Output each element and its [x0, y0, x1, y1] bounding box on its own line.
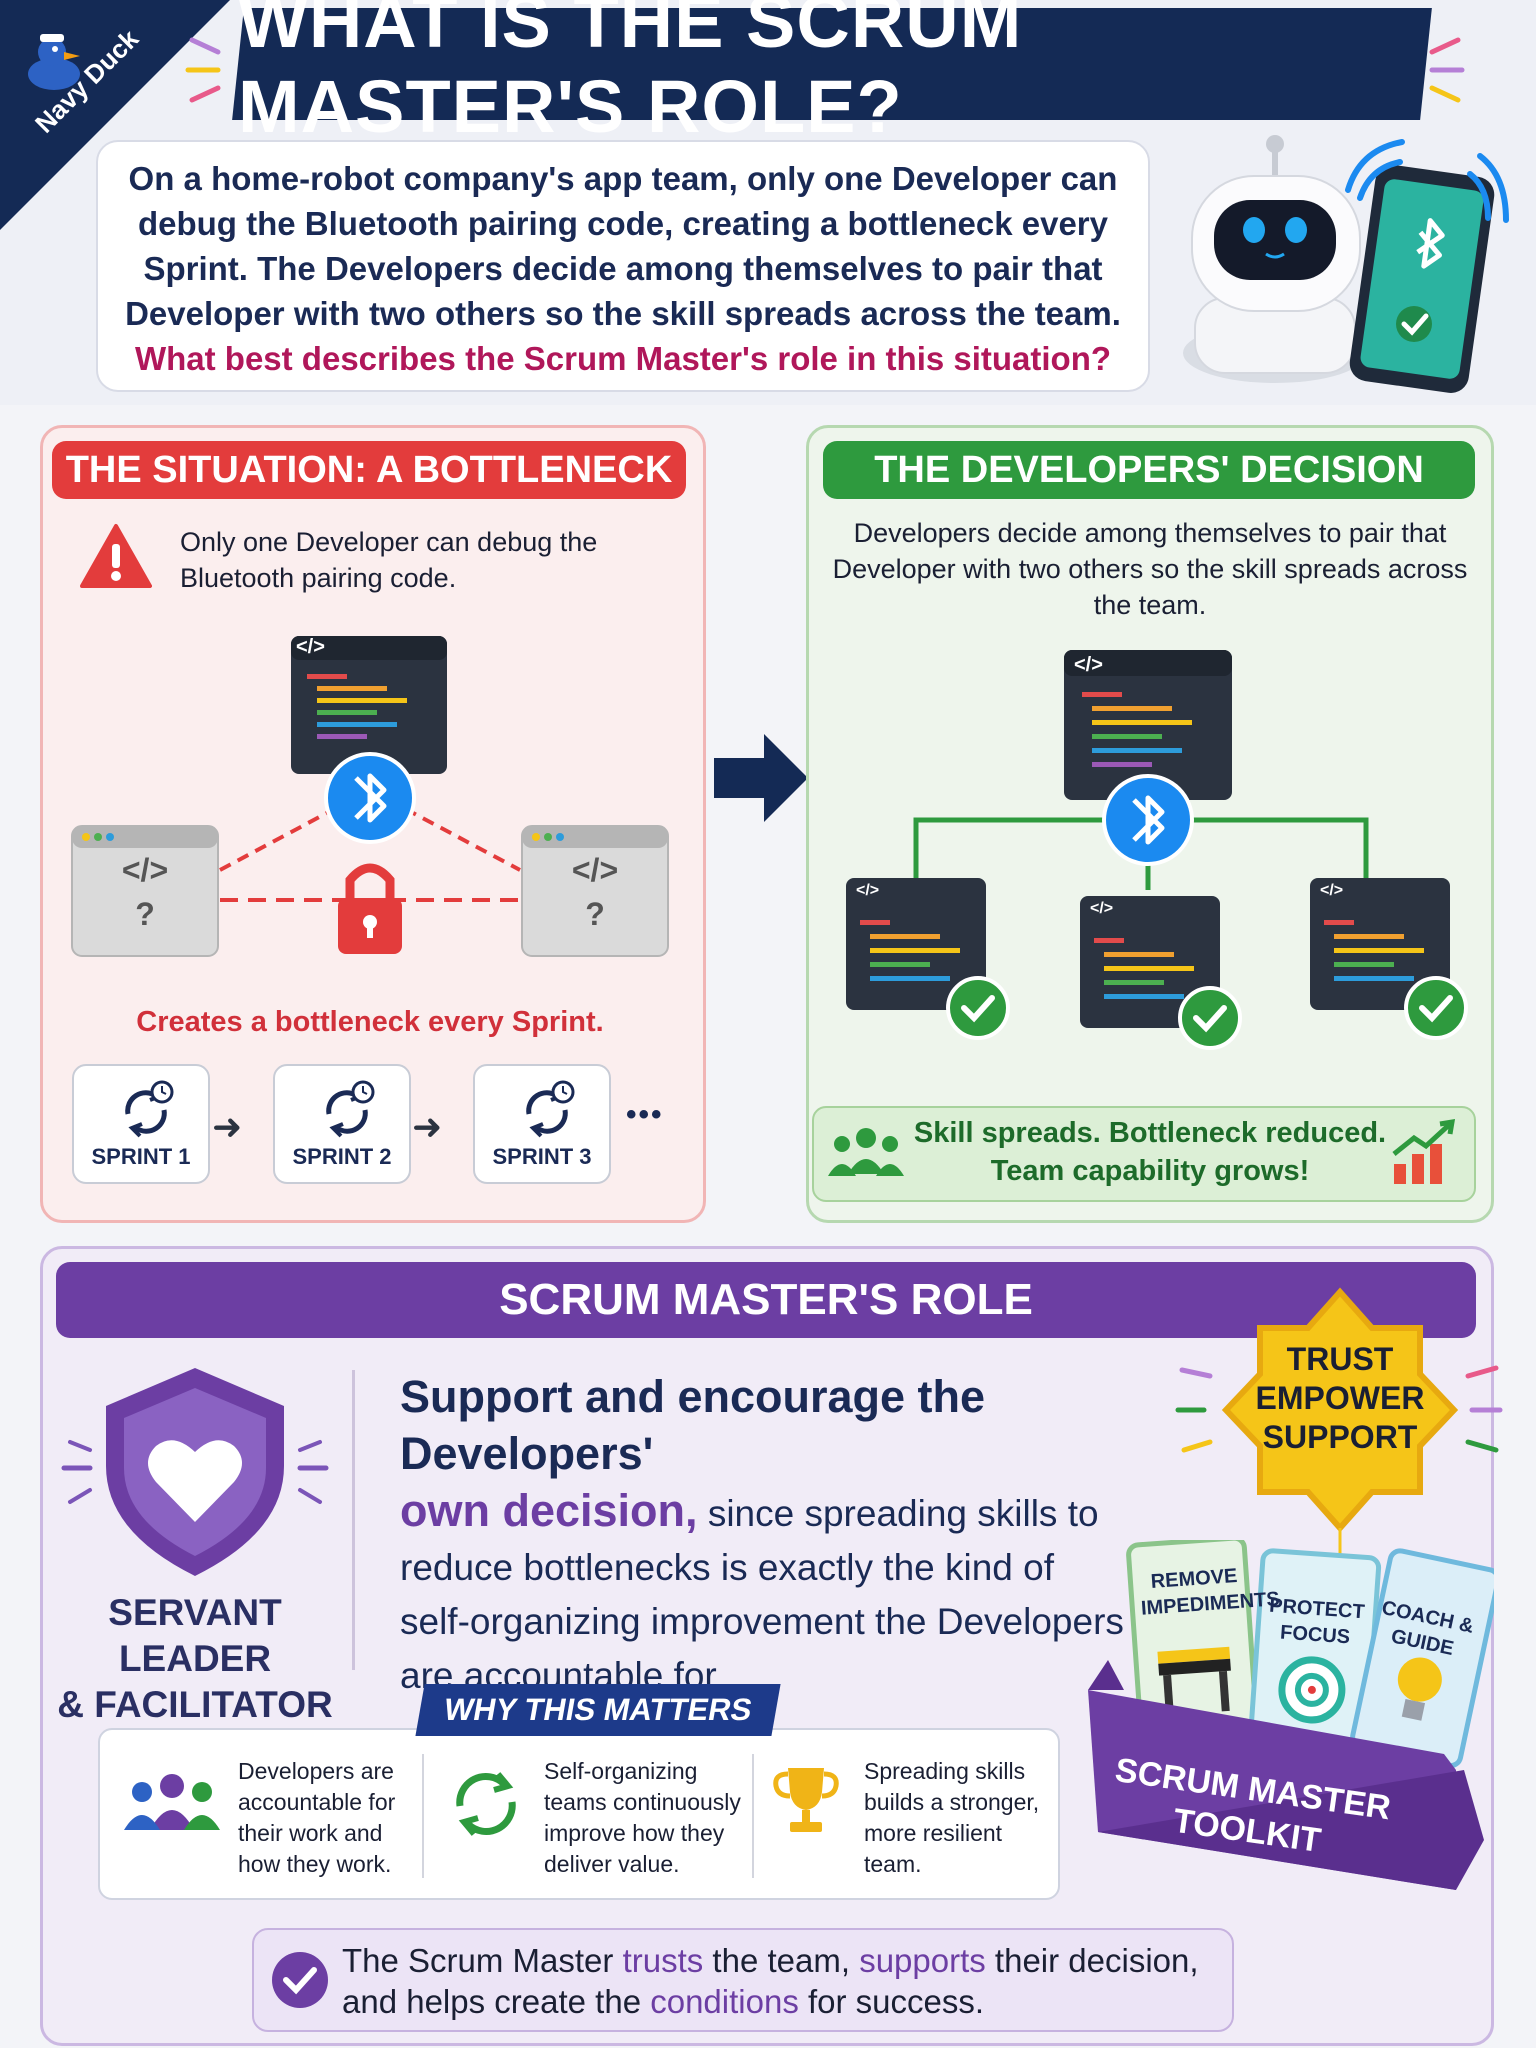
robot-phone-illustration — [1183, 135, 1509, 393]
outcome-line-2: Team capability grows! — [990, 1155, 1310, 1187]
code-tag: </> — [1090, 900, 1114, 917]
role-lead: Support and encourage the Developers' — [400, 1371, 986, 1479]
code-tag: </> — [571, 852, 619, 888]
decision-heading: THE DEVELOPERS' DECISION — [823, 441, 1475, 499]
trophy-icon — [773, 1768, 839, 1832]
bottleneck-diagram — [71, 636, 669, 957]
unknown-mark: ? — [585, 896, 605, 932]
sprint-cycle-icon — [526, 1080, 575, 1138]
arrow-right-icon: ➜ — [212, 1106, 243, 1147]
closing-text: and helps create the — [342, 1983, 651, 2020]
trust-badge-text: TRUST EMPOWER SUPPORT — [1220, 1340, 1460, 1457]
divider — [352, 1370, 355, 1670]
unknown-dev-right: </> ? — [522, 848, 668, 936]
badge-word-empower: EMPOWER — [1255, 1380, 1425, 1416]
outcome-text: Skill spreads. Bottleneck reduced. Team … — [900, 1114, 1400, 1190]
decision-description: Developers decide among themselves to pa… — [832, 518, 1468, 620]
question-box: On a home-robot company's app team, only… — [96, 140, 1150, 392]
duck-mascot-icon — [28, 34, 80, 90]
sprint-cycle-icon — [326, 1080, 375, 1138]
situation-description: Only one Developer can debug the Bluetoo… — [180, 527, 598, 593]
why-item-2: Self-organizing teams continuously impro… — [544, 1758, 741, 1877]
card-protect-focus: PROTECT FOCUS — [1268, 1594, 1366, 1649]
arrow-right-icon: ➜ — [412, 1106, 443, 1147]
servant-leader-label: SERVANT LEADER & FACILITATOR — [40, 1590, 350, 1728]
closing-text: for success. — [798, 1983, 985, 2020]
closing-conditions: conditions — [650, 1983, 799, 2020]
why-box — [98, 1728, 1060, 1900]
sprint-label: SPRINT 1 — [91, 1144, 191, 1169]
check-circle-icon — [272, 1952, 328, 2008]
page-title: WHAT IS THE SCRUM MASTER'S ROLE? — [238, 0, 1023, 148]
sprint-label: SPRINT 2 — [292, 1144, 392, 1169]
trust-badge-icon — [1175, 1287, 1503, 1560]
code-tag: </> — [296, 636, 325, 658]
why-heading: WHY THIS MATTERS — [415, 1684, 781, 1736]
sprint-card-2: SPRINT 2 — [273, 1064, 411, 1184]
continuous-improvement-icon — [456, 1772, 516, 1836]
more-sprints-ellipsis: ••• — [626, 1098, 664, 1131]
closing-text: their decision, — [985, 1942, 1199, 1979]
accountable-team-icon — [124, 1774, 220, 1830]
closing-supports: supports — [859, 1942, 986, 1979]
question-scenario: On a home-robot company's app team, only… — [125, 160, 1121, 332]
why-item-3: Spreading skills builds a stronger, more… — [864, 1758, 1040, 1877]
team-icon — [828, 1128, 904, 1176]
sparkle-right-icon — [1429, 37, 1465, 103]
sprint-label: SPRINT 3 — [492, 1144, 592, 1169]
situation-heading: THE SITUATION: A BOTTLENECK — [52, 441, 686, 499]
transition-arrow-icon — [714, 734, 808, 822]
badge-word-support: SUPPORT — [1262, 1419, 1418, 1455]
pairing-diagram — [846, 650, 1468, 1050]
closing-trusts: trusts — [622, 1942, 704, 1979]
growth-chart-icon — [1392, 1118, 1456, 1184]
role-heading: SCRUM MASTER'S ROLE — [56, 1262, 1476, 1338]
divider — [422, 1754, 424, 1878]
sparkle-left-icon — [185, 37, 221, 103]
divider — [752, 1754, 754, 1878]
role-statement: Support and encourage the Developers' own… — [400, 1370, 1130, 1703]
role-highlight: own decision, — [400, 1485, 698, 1536]
warning-icon — [80, 524, 152, 588]
closing-statement: The Scrum Master trusts the team, suppor… — [342, 1940, 1222, 2022]
outcome-line-1: Skill spreads. Bottleneck reduced. — [913, 1117, 1387, 1149]
sprint-card-1: SPRINT 1 — [72, 1064, 210, 1184]
unknown-mark: ? — [135, 896, 155, 932]
badge-word-trust: TRUST — [1286, 1341, 1394, 1377]
unknown-dev-left: </> ? — [72, 848, 218, 936]
code-tag: </> — [1320, 882, 1344, 899]
closing-box — [252, 1928, 1234, 2032]
closing-text: The Scrum Master — [342, 1942, 623, 1979]
bottleneck-caption: Creates a bottleneck every Sprint. — [136, 1006, 604, 1038]
role-rest: since spreading skills to reduce bottlen… — [400, 1493, 1124, 1696]
code-tag: </> — [1074, 654, 1103, 676]
leader-line-2: & FACILITATOR — [57, 1684, 333, 1725]
sprint-card-3: SPRINT 3 — [473, 1064, 611, 1184]
leader-line-1: SERVANT LEADER — [108, 1592, 282, 1679]
toolkit-illustration — [1088, 1540, 1494, 1890]
sprint-cycle-icon — [125, 1080, 174, 1138]
outcome-box — [812, 1106, 1476, 1202]
code-tag: </> — [121, 852, 169, 888]
servant-leader-shield-icon — [61, 1368, 329, 1576]
code-tag: </> — [856, 882, 880, 899]
card-remove-impediments: REMOVE IMPEDIMENTS — [1140, 1565, 1281, 1620]
why-item-1: Developers are accountable for their wor… — [238, 1758, 396, 1877]
question-ask: What best describes the Scrum Master's r… — [134, 340, 1112, 377]
closing-text: the team, — [703, 1942, 860, 1979]
